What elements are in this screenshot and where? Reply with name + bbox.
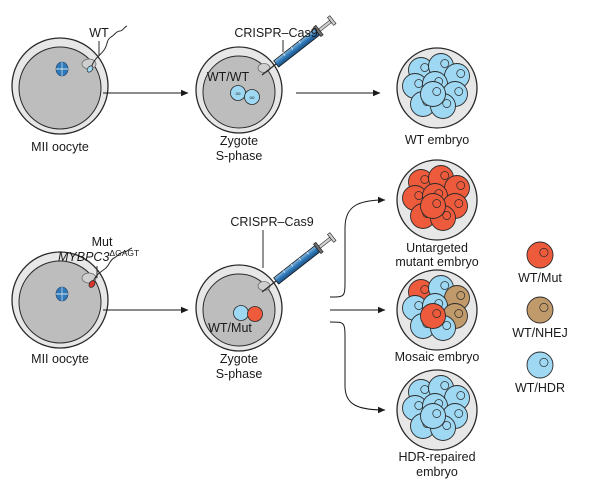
blastomere-nucleus [454,409,464,418]
blastomere-nucleus [539,357,549,367]
zygote-label-row1-line1: Zygote [220,134,258,148]
blastomere-nucleus [442,421,452,430]
blastomere-nucleus [432,409,442,418]
blastomere [526,351,554,379]
pronucleus-mut [247,306,263,322]
wt-embryo-label: WT embryo [405,133,469,147]
blastomere-nucleus [442,321,452,330]
mii-oocyte-row1 [11,37,109,135]
blastomere-nucleus [456,181,466,190]
untargeted-label-line2: mutant embryo [395,255,478,269]
blastomere-nucleus [432,309,442,318]
wt-sperm-label: WT [89,26,109,40]
oocyte-label-row1: MII oocyte [31,140,89,154]
hdr-repaired-embryo [396,369,478,451]
zygote-row2 [195,264,283,352]
blastomere-nucleus [442,99,452,108]
syringe-icon [261,232,337,293]
injection-label-row2: CRISPR–Cas9 [230,215,313,229]
mut-sperm-label: Mut [92,235,113,249]
svg-text:oo: oo [249,95,255,100]
wt-embryo [396,47,478,129]
legend-label: WT/HDR [515,381,565,395]
blastomere-nucleus [454,199,464,208]
blastomere-nucleus [456,69,466,78]
blastomere-nucleus [539,302,549,312]
blastomere-nucleus [432,199,442,208]
blastomere-nucleus [440,281,450,290]
blastomere-nucleus [539,247,549,257]
injection-label-row1: CRISPR–Cas9 [234,26,317,40]
allele-superscript: ΔGAGT [109,248,139,258]
blastomere [526,241,554,269]
blastomere [526,296,554,324]
wt-sperm-icon [86,25,128,73]
blastomere [420,403,446,429]
oocyte-label-row2: MII oocyte [31,352,89,366]
mosaic-label: Mosaic embryo [395,350,480,364]
zygote-genotype-row2: WT/Mut [208,321,252,335]
hdr-label-line2: embryo [416,465,458,479]
mosaic-embryo [396,269,478,351]
blastomere-nucleus [454,87,464,96]
blastomere-nucleus [440,59,450,68]
pronucleus-wt [244,89,260,105]
zygote-label-row2-line2: S-phase [216,367,263,381]
legend-label: WT/Mut [518,271,562,285]
blastomere-nucleus [432,87,442,96]
spindle-icon [55,286,69,302]
svg-text:oo: oo [235,91,241,96]
blastomere-nucleus [454,309,464,318]
mii-oocyte-row2 [11,251,109,349]
blastomere [420,193,446,219]
untargeted-mutant-embryo [396,159,478,241]
hdr-label-line1: HDR-repaired [398,450,475,464]
spindle-icon [55,61,69,77]
blastomere [420,81,446,107]
pronucleus-wt [233,305,249,321]
zygote-row1: oo oo [195,46,283,134]
zygote-genotype-row1: WT/WT [207,70,250,84]
legend-label: WT/NHEJ [512,326,568,340]
untargeted-label-line1: Untargeted [406,241,468,255]
blastomere-nucleus [442,211,452,220]
blastomere-nucleus [440,381,450,390]
blastomere-nucleus [456,291,466,300]
mut-sperm-icon [88,247,133,288]
syringe-icon [261,15,337,76]
blastomere-nucleus [440,171,450,180]
allele-name: MYBPC3 [58,250,109,264]
blastomere [420,303,446,329]
zygote-label-row1-line2: S-phase [216,149,263,163]
blastomere-nucleus [456,391,466,400]
mybpc3-allele-label: MYBPC3ΔGAGT [58,248,139,264]
branch-arrows [329,196,386,414]
zygote-label-row2-line1: Zygote [220,352,258,366]
